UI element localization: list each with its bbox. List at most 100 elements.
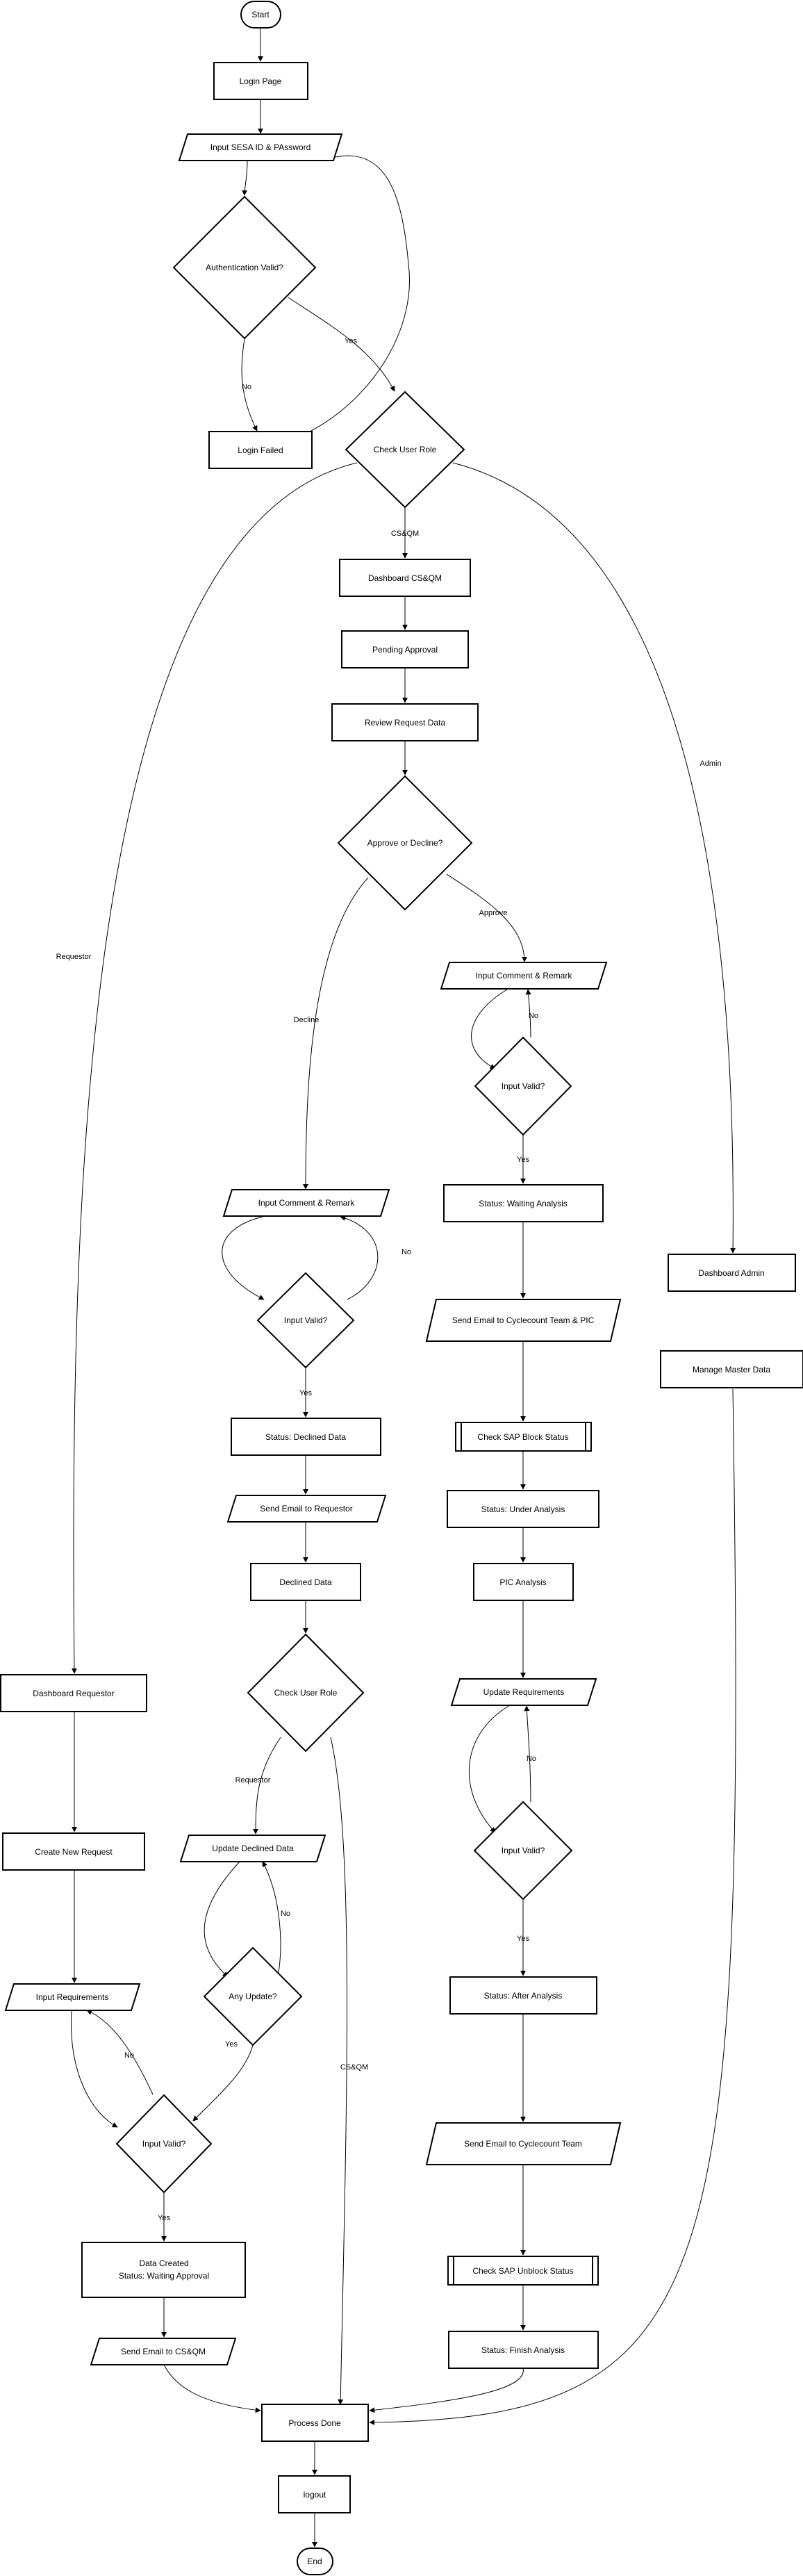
edge-auth-yes [288, 297, 395, 392]
edge-label: CS&QM [391, 530, 419, 538]
edge-validU-no [524, 1705, 531, 1803]
check-role-decision-1 [345, 391, 465, 509]
node-label: Data Created [139, 2258, 188, 2268]
node-label: Login Failed [238, 445, 283, 455]
input-comment-decline-node [222, 1189, 390, 1217]
edge-label: Yes [517, 1156, 529, 1164]
node-label: Review Request Data [365, 718, 445, 728]
edge-label: No [124, 2051, 134, 2060]
input-comment-approve-node [440, 962, 608, 990]
node-label: Status: Declined Data [265, 1432, 346, 1442]
node-label: Approve or Decline? [367, 838, 443, 848]
status-finish-analysis-node [448, 2331, 599, 2369]
start-node [240, 1, 281, 28]
create-request-node [2, 1832, 145, 1871]
login-failed-node [208, 431, 313, 469]
edge-role1-admin [452, 462, 736, 1254]
auth-valid-decision [172, 195, 317, 340]
edge-auth-no [241, 338, 258, 432]
input-valid-decline-decision [256, 1272, 355, 1369]
edge-validA-no [525, 989, 531, 1038]
node-label: Send Email to CS&QM [121, 2347, 206, 2356]
node-label: Status: Waiting Analysis [479, 1199, 568, 1208]
check-sap-unblock-node [447, 2256, 599, 2286]
node-label: PIC Analysis [499, 1577, 546, 1587]
edge-label: Yes [345, 337, 357, 345]
input-valid-req-decision [115, 2094, 213, 2194]
edge-label: Requestor [56, 953, 92, 961]
edge-label: Approve [479, 909, 508, 917]
edge-role2-requestor [253, 1737, 281, 1835]
node-label: Status: Under Analysis [481, 1504, 565, 1514]
edge-approve [446, 873, 527, 962]
any-update-decision [203, 1946, 303, 2046]
edge-loginfailed-input [311, 155, 410, 432]
dashboard-admin-node [668, 1254, 796, 1292]
node-label: Login Page [240, 76, 282, 86]
node-label: Declined Data [279, 1577, 332, 1587]
edge-decline [303, 877, 369, 1190]
input-sesa-node [178, 133, 343, 161]
node-label: Input Valid? [284, 1315, 328, 1325]
send-email-cyclecount-node [425, 2122, 622, 2165]
edge-finish-done [369, 2368, 524, 2413]
end-node [297, 2548, 333, 2575]
edge-label: Requestor [235, 1776, 271, 1785]
node-label: Check SAP Block Status [477, 1432, 568, 1442]
logout-node [278, 2475, 351, 2513]
node-label: Dashboard CS&QM [368, 573, 442, 583]
edge-label: CS&QM [340, 2063, 368, 2072]
edges [70, 28, 736, 2548]
edge-labels: No Yes CS&QM Admin Requestor Approve Dec… [56, 337, 722, 2222]
input-requirements-node [4, 1983, 141, 2011]
node-label: Input SESA ID & PAssword [210, 142, 311, 152]
node-label: Send Email to Cyclecount Team & PIC [452, 1315, 595, 1325]
node-label: Any Update? [229, 1992, 277, 2001]
pic-analysis-node [473, 1563, 574, 1601]
status-after-analysis-node [449, 1976, 597, 2015]
dashboard-csqm-node [339, 559, 471, 597]
node-label: Input Valid? [502, 1846, 545, 1855]
edge-label: No [402, 1248, 411, 1256]
pending-approval-node [341, 630, 469, 668]
edge-label: No [527, 1755, 536, 1763]
node-label: Dashboard Requestor [33, 1689, 114, 1698]
edge-managemaster-done [369, 1388, 736, 2425]
node-label: Input Valid? [142, 2139, 186, 2149]
send-email-csqm-node [90, 2338, 237, 2365]
edge-commentD-validD [222, 1216, 265, 1300]
edge-validR-no [86, 2010, 154, 2095]
edge-input-auth [242, 161, 248, 196]
node-label: End [307, 2557, 322, 2566]
send-email-requestor-node [226, 1495, 387, 1523]
edge-emailcsqm-done [163, 2364, 261, 2413]
edge-any-no [262, 1861, 281, 1978]
login-page-node [213, 62, 308, 100]
node-label: Input Comment & Remark [258, 1198, 356, 1208]
declined-data-node [250, 1563, 361, 1601]
node-label: Input Valid? [502, 1081, 545, 1091]
dashboard-requestor-node [0, 1674, 147, 1712]
node-label: Process Done [288, 2418, 341, 2428]
node-label: Input Comment & Remark [476, 971, 573, 981]
node-label: Authentication Valid? [206, 263, 283, 272]
edge-role2-csqm [330, 1737, 348, 2405]
status-waiting-analysis-node [443, 1184, 604, 1222]
node-label: Check User Role [274, 1688, 338, 1698]
edge-label: Admin [699, 760, 721, 768]
input-valid-approve-decision [474, 1036, 572, 1136]
update-declined-node [179, 1835, 326, 1862]
manage-master-node [660, 1350, 803, 1388]
node-label: Send Email to Requestor [260, 1504, 352, 1513]
node-label: Dashboard Admin [698, 1268, 764, 1278]
review-request-node [331, 703, 479, 741]
edge-validD-no [340, 1215, 379, 1300]
node-label: Update Requirements [483, 1687, 565, 1697]
edge-updatedeclined-any [204, 1861, 240, 1978]
process-done-node [261, 2404, 369, 2442]
check-sap-block-node [455, 1422, 592, 1452]
edge-label: No [281, 1910, 290, 1918]
edge-label: Yes [517, 1935, 529, 1943]
